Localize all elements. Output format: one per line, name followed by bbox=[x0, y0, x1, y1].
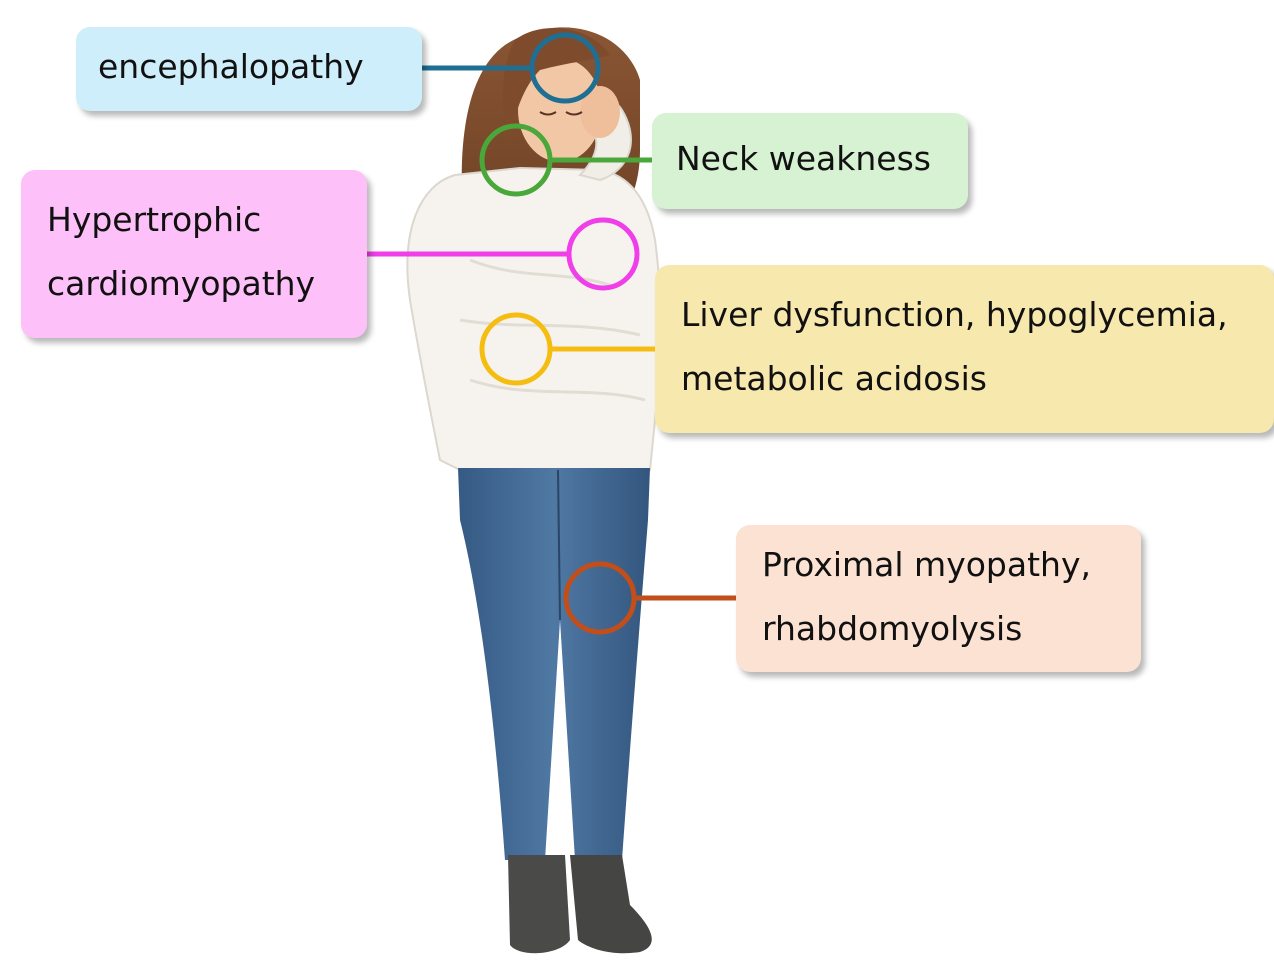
callout-encephalopathy-line1: encephalopathy bbox=[98, 35, 422, 99]
right-boot bbox=[570, 855, 652, 953]
callout-neck-line1: Neck weakness bbox=[676, 127, 968, 191]
callout-heart-line1: Hypertrophic bbox=[47, 188, 367, 252]
callout-liver-dysfunction: Liver dysfunction, hypoglycemia, metabol… bbox=[655, 265, 1274, 433]
callout-liver-line2: metabolic acidosis bbox=[681, 347, 1274, 411]
callout-liver-line1: Liver dysfunction, hypoglycemia, bbox=[681, 283, 1274, 347]
girl-figure bbox=[407, 27, 660, 953]
callout-proximal-myopathy: Proximal myopathy, rhabdomyolysis bbox=[736, 525, 1141, 672]
callout-hypertrophic-cardiomyopathy: Hypertrophic cardiomyopathy bbox=[21, 170, 367, 338]
callout-heart-line2: cardiomyopathy bbox=[47, 252, 367, 316]
callout-muscle-line1: Proximal myopathy, bbox=[762, 533, 1141, 597]
left-boot bbox=[508, 855, 570, 953]
callout-neck-weakness: Neck weakness bbox=[652, 113, 968, 209]
callout-muscle-line2: rhabdomyolysis bbox=[762, 597, 1141, 661]
jeans bbox=[458, 468, 650, 860]
callout-encephalopathy: encephalopathy bbox=[76, 27, 422, 111]
